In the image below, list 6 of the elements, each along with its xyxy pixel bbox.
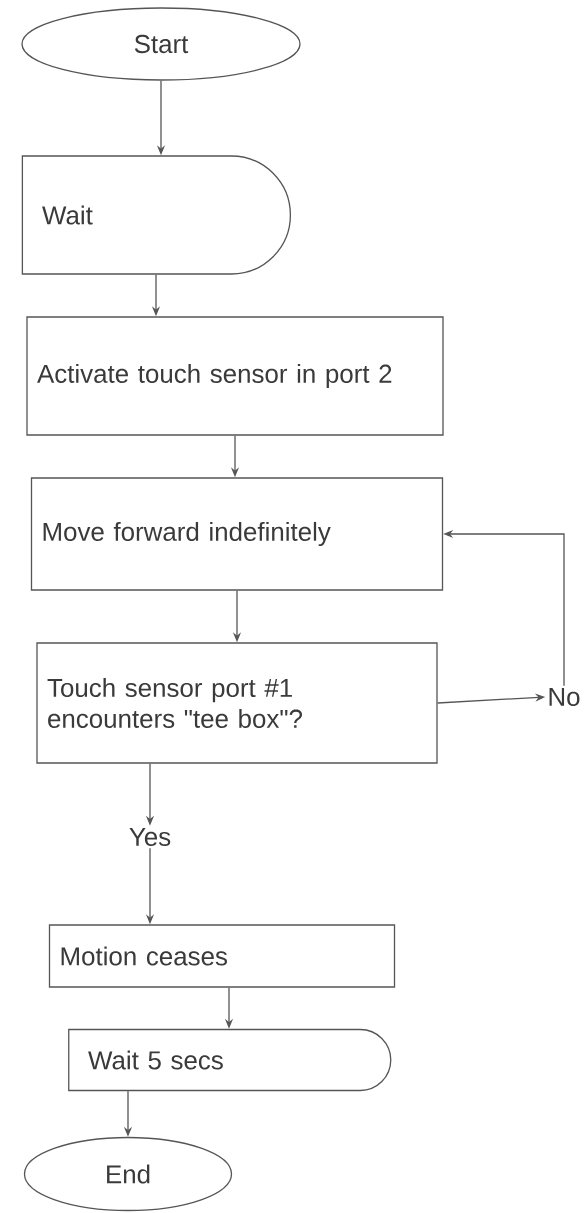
branch-label: Yes (129, 827, 171, 847)
process-box: Touch sensor port #1 encounters "tee box"? (36, 642, 438, 764)
process-box: Activate touch sensor in port 2 (26, 316, 444, 436)
branch-label: No (549, 687, 580, 707)
process-box: Move forward indefinitely (30, 477, 444, 591)
process-box: Motion ceases (48, 924, 396, 988)
